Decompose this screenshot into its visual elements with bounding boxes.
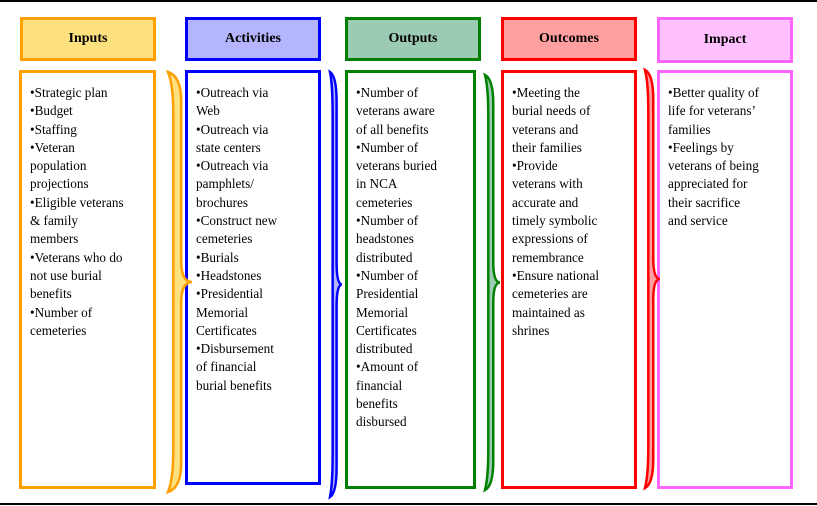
list-item: •Number of Presidential Memorial Certifi…	[356, 267, 419, 357]
brace-shape	[165, 69, 193, 495]
box-outcomes: •Meeting the burial needs of veterans an…	[501, 70, 637, 489]
top-rule	[0, 0, 817, 2]
header-outcomes: Outcomes	[501, 17, 637, 61]
brace-shape	[483, 72, 501, 493]
box-outputs: •Number of veterans aware of all benefit…	[345, 70, 476, 489]
list-item: •Number of veterans buried in NCA cemete…	[356, 139, 437, 210]
list-item: •Staffing	[30, 121, 77, 137]
header-inputs: Inputs	[20, 17, 156, 61]
header-outputs: Outputs	[345, 17, 481, 61]
list-item: •Headstones	[196, 267, 262, 283]
list-item: •Ensure national cemeteries are maintain…	[512, 267, 600, 338]
list-item: •Veterans who do not use burial benefits	[30, 249, 123, 302]
box-inputs: •Strategic plan •Budget •Staffing •Veteran …	[19, 70, 156, 489]
header-activities: Activities	[185, 17, 321, 61]
list-item: •Number of veterans aware of all benefit…	[356, 85, 435, 137]
bottom-rule	[0, 503, 817, 505]
list-item: •Presidential Memorial Certificates	[196, 286, 263, 338]
list-item: •Number of cemeteries	[30, 304, 93, 338]
list-item: •Eligible veterans & family members	[30, 194, 124, 247]
brace-icon	[483, 72, 501, 493]
brace-icon	[328, 69, 343, 500]
box-impact: •Better quality of life for veterans’ fa…	[657, 70, 793, 489]
list-item: •Construct new cemeteries	[196, 213, 278, 247]
list-item: •Burials	[196, 249, 239, 265]
list-item: •Outreach via pamphlets/ brochures	[196, 158, 269, 210]
list-item: •Amount of financial benefits disbursed	[356, 359, 419, 430]
box-activities: •Outreach via Web•Outreach via state cen…	[185, 70, 321, 485]
list-item: •Meeting the burial needs of veterans an…	[512, 85, 591, 155]
list-item: •Number of headstones distributed	[356, 213, 419, 265]
list-item: •Strategic plan	[30, 85, 108, 100]
header-impact: Impact	[657, 17, 793, 63]
list-item: •Provide veterans with accurate and time…	[512, 158, 598, 265]
list-item: •Better quality of life for veterans’ fa…	[668, 85, 760, 137]
list-item: •Disbursement of financial burial benefi…	[196, 341, 274, 393]
list-item: •Feelings by veterans of being appreciat…	[668, 139, 759, 229]
list-item: •Budget	[30, 103, 73, 119]
list-item: •Veteran population projections	[30, 139, 89, 192]
list-item: •Outreach via state centers	[196, 121, 269, 155]
brace-shape	[643, 67, 661, 491]
brace-icon	[165, 69, 193, 495]
brace-shape	[328, 69, 343, 500]
brace-icon	[643, 67, 661, 491]
list-item: •Outreach via Web	[196, 85, 269, 119]
